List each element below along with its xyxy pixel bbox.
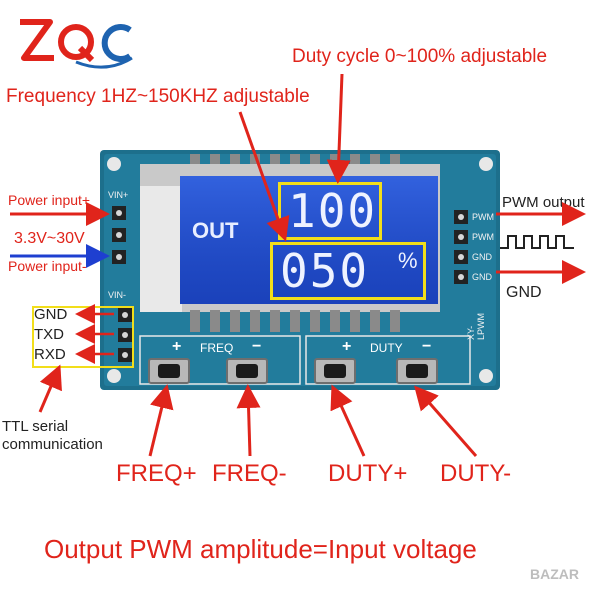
duty-plus-arrow (330, 384, 366, 457)
voltage-range-annotation: 3.3V~30V (14, 230, 85, 247)
vin-plus-label: VIN+ (108, 190, 129, 200)
freq-minus-label: FREQ- (212, 460, 287, 487)
duty-minus-button[interactable] (396, 358, 438, 384)
rxd-pin-annotation: RXD (34, 346, 66, 363)
power-input-plus-annotation: Power input+ (8, 192, 91, 208)
gnd-output-annotation: GND (506, 284, 542, 301)
pin-gnd-2-label: GND (472, 272, 492, 282)
duty-plus-button[interactable] (314, 358, 356, 384)
footer-caption: Output PWM amplitude=Input voltage (44, 534, 477, 564)
gnd-pin-annotation: GND (34, 306, 68, 323)
duty-cycle-annotation: Duty cycle 0~100% adjustable (292, 46, 548, 67)
model-label: XY-LPWM (466, 313, 486, 340)
freq-plus-arrow (148, 384, 174, 457)
duty-minus-arrow (414, 385, 478, 457)
pwm-output-annotation: PWM output (502, 194, 585, 211)
pwm-board: OUT 100 050 % VIN+ VIN- PWM PWM GND GND … (100, 150, 500, 390)
freq-plus-button[interactable] (148, 358, 190, 384)
pin-gnd-1-label: GND (472, 252, 492, 262)
brand-logo (14, 12, 134, 72)
freq-minus-sign: − (252, 338, 262, 355)
ttl-arrow (38, 364, 62, 413)
communication-annotation: communication (2, 436, 103, 453)
watermark: BAZAR (530, 566, 579, 582)
power-input-minus-annotation: Power input- (8, 258, 87, 274)
duty-panel-label: DUTY (370, 341, 403, 355)
lcd-percent-unit: % (398, 248, 418, 273)
pin-pwm-1-label: PWM (472, 212, 494, 222)
lcd-out-label: OUT (192, 218, 239, 243)
freq-plus-sign: + (172, 338, 182, 355)
lcd-bottom-value-box (270, 242, 426, 300)
txd-pin-annotation: TXD (34, 326, 64, 343)
zqc-logo-graphic (20, 19, 133, 69)
frequency-annotation: Frequency 1HZ~150KHZ adjustable (6, 86, 310, 107)
lcd-bottom-value: 050 (280, 244, 370, 298)
pin-pwm-2-label: PWM (472, 232, 494, 242)
freq-panel-label: FREQ (200, 341, 234, 355)
duty-plus-label: DUTY+ (328, 460, 408, 487)
freq-minus-button[interactable] (226, 358, 268, 384)
lcd-top-value: 100 (288, 184, 378, 238)
freq-minus-arrow (236, 384, 261, 457)
pwm-waveform (500, 235, 574, 249)
ttl-serial-annotation: TTL serial (2, 418, 69, 435)
duty-minus-sign: − (422, 338, 432, 355)
duty-minus-label: DUTY- (440, 460, 512, 487)
duty-plus-sign: + (342, 338, 352, 355)
vin-minus-label: VIN- (108, 290, 126, 300)
freq-plus-label: FREQ+ (116, 460, 197, 487)
